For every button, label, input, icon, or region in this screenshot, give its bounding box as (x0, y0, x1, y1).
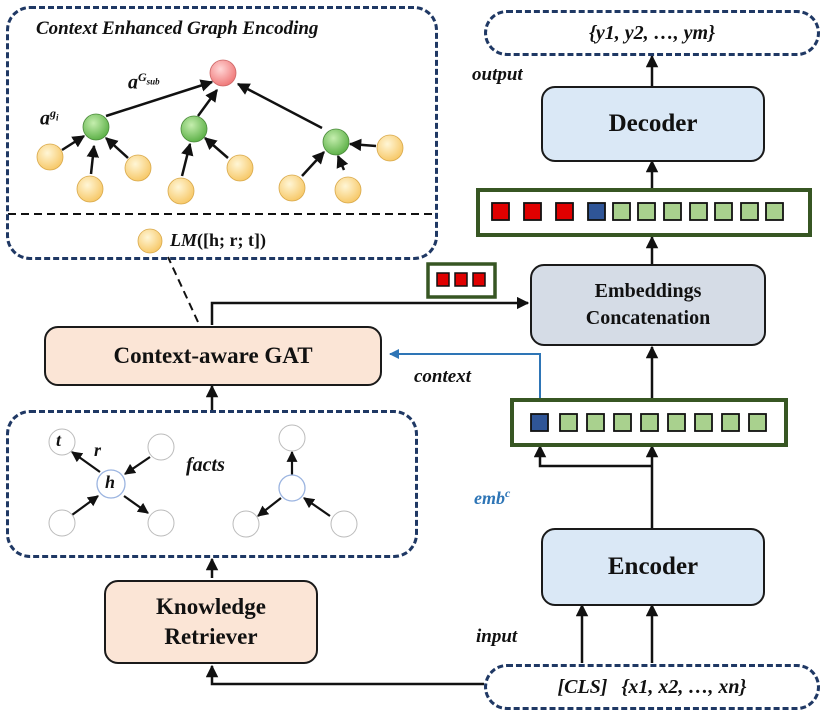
input-label: input (476, 626, 518, 647)
node-empty (232, 510, 260, 538)
gat-to-panel-link (167, 256, 199, 323)
encoder-box: Encoder (541, 528, 765, 606)
yellow-node (167, 177, 195, 205)
input-sequence: {x1, x2, …, xn} (621, 675, 747, 698)
cls-token: [CLS] (557, 675, 608, 698)
subgraph-attention-label: aGsub (128, 70, 160, 94)
facts-nodes (48, 424, 358, 538)
node-t (48, 428, 76, 456)
upper-embedding-cells (491, 202, 784, 221)
node-empty (48, 509, 76, 537)
relation-r-label: r (94, 440, 102, 460)
lm-formula: LM([h; r; t]) (170, 230, 266, 250)
green-node (82, 113, 110, 141)
retriever-label: Knowledge Retriever (156, 594, 266, 649)
graph-embedding-cells (436, 272, 486, 287)
panel-title: Context Enhanced Graph Encoding (36, 18, 319, 39)
concat-box: Embeddings Concatenation (530, 264, 766, 346)
gnn-nodes (36, 59, 404, 254)
yellow-node (124, 154, 152, 182)
yellow-node (76, 175, 104, 203)
green-node (180, 115, 208, 143)
graph-encoding-panel (6, 6, 438, 260)
node-attention-label: agi (40, 106, 59, 130)
yellow-node (278, 174, 306, 202)
facts-edges (71, 450, 331, 517)
gat-label: Context-aware GAT (113, 343, 313, 368)
gnn-edges (61, 79, 377, 177)
encoder-to-cls-arrow (533, 444, 652, 468)
gat-box: Context-aware GAT (44, 326, 382, 386)
yellow-node (376, 134, 404, 162)
node-empty (147, 433, 175, 461)
yellow-node (334, 176, 362, 204)
encoder-label: Encoder (607, 553, 699, 580)
node-t-label: t (56, 430, 62, 450)
lower-embedding-cells (530, 413, 767, 432)
retriever-box: Knowledge Retriever (104, 580, 318, 664)
facts-panel (6, 410, 418, 558)
context-arrow (389, 349, 541, 417)
yellow-node (226, 154, 254, 182)
lower-embedding-frame (510, 398, 788, 447)
facts-label: facts (186, 454, 225, 476)
node-h-label: h (105, 472, 116, 492)
node-empty (330, 510, 358, 538)
input-to-retriever-arrow (205, 664, 484, 686)
green-node (322, 128, 350, 156)
node-center (278, 474, 306, 502)
lm-node (137, 228, 163, 254)
node-h (96, 469, 126, 499)
context-label: context (414, 366, 471, 387)
root-node (209, 59, 237, 87)
output-label: output (472, 64, 523, 85)
decoder-box: Decoder (541, 86, 765, 162)
input-box: [CLS] {x1, x2, …, xn} (484, 664, 820, 710)
yellow-node (36, 143, 64, 171)
concat-label: Embeddings Concatenation (585, 280, 711, 329)
node-empty (278, 424, 306, 452)
node-empty (147, 509, 175, 537)
gat-to-concat-arrow (210, 296, 530, 325)
decoder-label: Decoder (608, 110, 698, 137)
emb-c-label: embc (474, 486, 511, 508)
output-box: {y1, y2, …, ym} (484, 10, 820, 56)
output-sequence: {y1, y2, …, ym} (588, 21, 716, 44)
